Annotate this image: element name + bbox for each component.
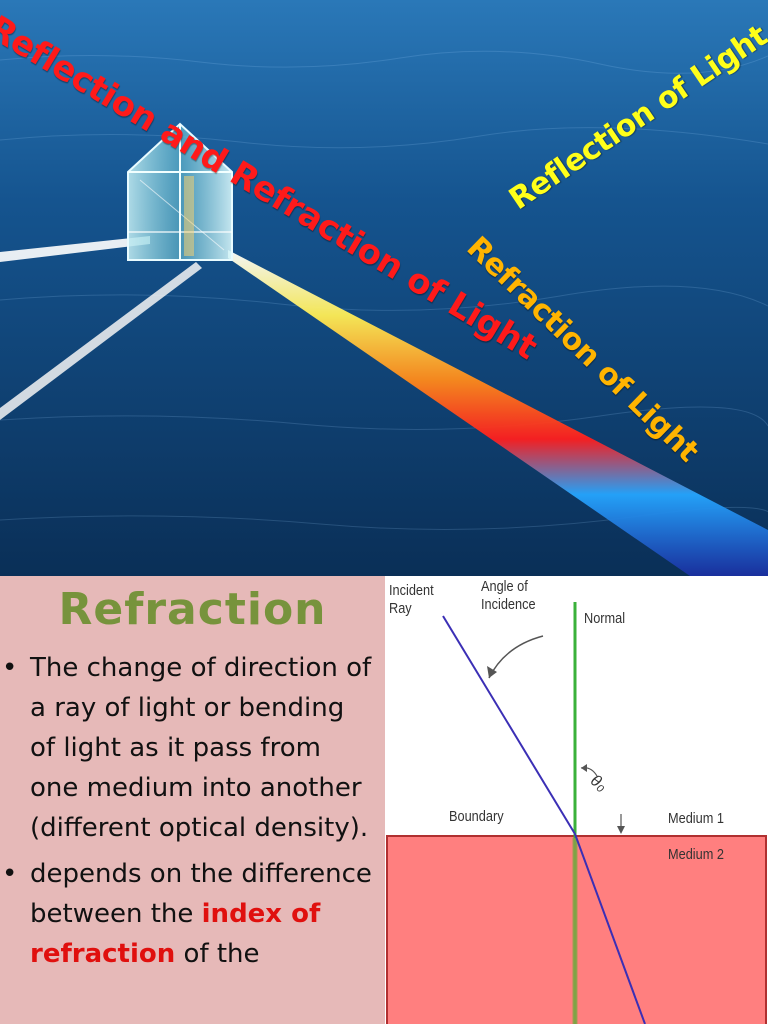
angle-of-incidence-label: Angle of Incidence	[481, 578, 536, 614]
incoming-beam-bottom	[0, 262, 202, 420]
spectrum-beam	[228, 250, 768, 576]
incident-ray-text: Incident Ray	[389, 582, 434, 617]
water-ripples	[0, 50, 768, 530]
incident-ray-label: Incident Ray	[389, 582, 434, 618]
medium-2-label: Medium 2	[668, 846, 724, 863]
bullet-item-definition: • The change of direction of a ray of li…	[0, 648, 385, 848]
diagram-drawing	[386, 602, 767, 1024]
bullet-text: The change of direction of a ray of ligh…	[30, 653, 372, 843]
boundary-arrowhead	[617, 826, 625, 834]
bullet-item-dependency: • depends on the difference between the …	[0, 854, 385, 974]
incoming-beam-top	[0, 236, 150, 262]
bullet-text-after: of the	[183, 939, 260, 969]
angle-of-incidence-text: Angle of Incidence	[481, 578, 536, 613]
prism-photo	[0, 0, 768, 576]
bullet-highlight: index of refraction	[30, 899, 321, 969]
bullet-list: • The change of direction of a ray of li…	[0, 648, 385, 980]
refraction-diagram: Incident Ray Angle of Incidence Normal θ…	[385, 576, 768, 1024]
angle-arrowhead	[487, 666, 497, 678]
bullet-text-before: depends on the difference between the	[30, 859, 372, 929]
panel-heading: Refraction	[58, 584, 327, 635]
bullet-icon: •	[2, 653, 18, 683]
boundary-label: Boundary	[449, 808, 504, 825]
normal-label: Normal	[584, 610, 626, 627]
incident-ray	[442, 615, 576, 835]
medium-1-label: Medium 1	[668, 810, 724, 827]
refracted-ray	[574, 833, 646, 1024]
hero-image: Reflection and Refraction of Light Refle…	[0, 0, 768, 576]
definition-panel: Refraction • The change of direction of …	[0, 576, 385, 1024]
theta-arrowhead	[581, 764, 587, 772]
bullet-icon: •	[2, 859, 18, 889]
angle-arrow	[488, 635, 544, 679]
prism	[127, 122, 233, 261]
